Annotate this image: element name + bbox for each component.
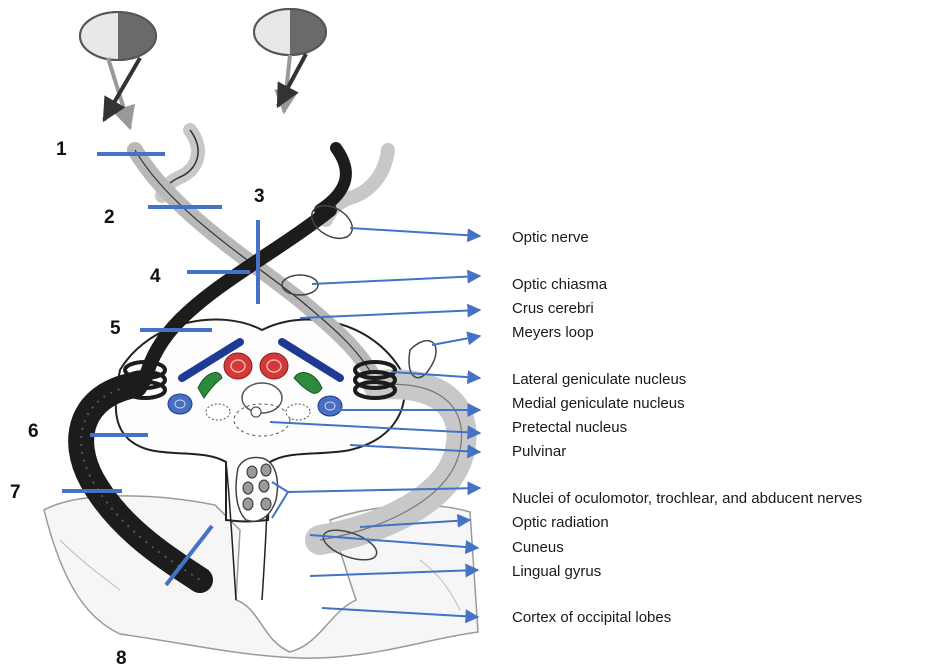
label-medial-geniculate-nucleus: Medial geniculate nucleus — [512, 395, 685, 412]
level-number-3: 3 — [254, 186, 265, 207]
label-pulvinar: Pulvinar — [512, 443, 566, 460]
label-lateral-geniculate-nucleus: Lateral geniculate nucleus — [512, 371, 686, 388]
label-cranial-nerve-nuclei: Nuclei of oculomotor, trochlear, and abd… — [512, 490, 862, 507]
label-pretectal-nucleus: Pretectal nucleus — [512, 419, 627, 436]
arrow-optic-nerve — [350, 228, 480, 236]
label-optic-chiasma: Optic chiasma — [512, 276, 608, 293]
left-eye-icon — [80, 12, 156, 128]
level-number-6: 6 — [28, 421, 39, 442]
structure-labels: Optic nerve Optic chiasma Crus cerebri M… — [512, 229, 862, 626]
label-cortex-occipital-lobes: Cortex of occipital lobes — [512, 609, 671, 626]
medial-geniculate-right — [318, 396, 342, 416]
label-optic-radiation: Optic radiation — [512, 514, 609, 531]
level-number-1: 1 — [56, 139, 67, 160]
level-number-7: 7 — [10, 482, 21, 503]
label-crus-cerebri: Crus cerebri — [512, 300, 594, 317]
label-meyers-loop: Meyers loop — [512, 324, 594, 341]
level-number-8: 8 — [116, 648, 127, 669]
label-optic-nerve: Optic nerve — [512, 229, 589, 246]
level-number-2: 2 — [104, 207, 115, 228]
arrow-optic-chiasma — [312, 276, 480, 284]
arrow-meyers-loop — [432, 336, 480, 345]
medial-geniculate-left — [168, 394, 192, 414]
level-number-4: 4 — [150, 266, 161, 287]
label-cuneus: Cuneus — [512, 539, 564, 556]
superior-colliculus-right — [260, 353, 288, 379]
right-eye-icon — [254, 9, 326, 112]
superior-colliculus-left — [224, 353, 252, 379]
cranial-nerve-nuclei — [236, 457, 277, 521]
level-number-5: 5 — [110, 318, 121, 339]
label-lingual-gyrus: Lingual gyrus — [512, 563, 601, 580]
